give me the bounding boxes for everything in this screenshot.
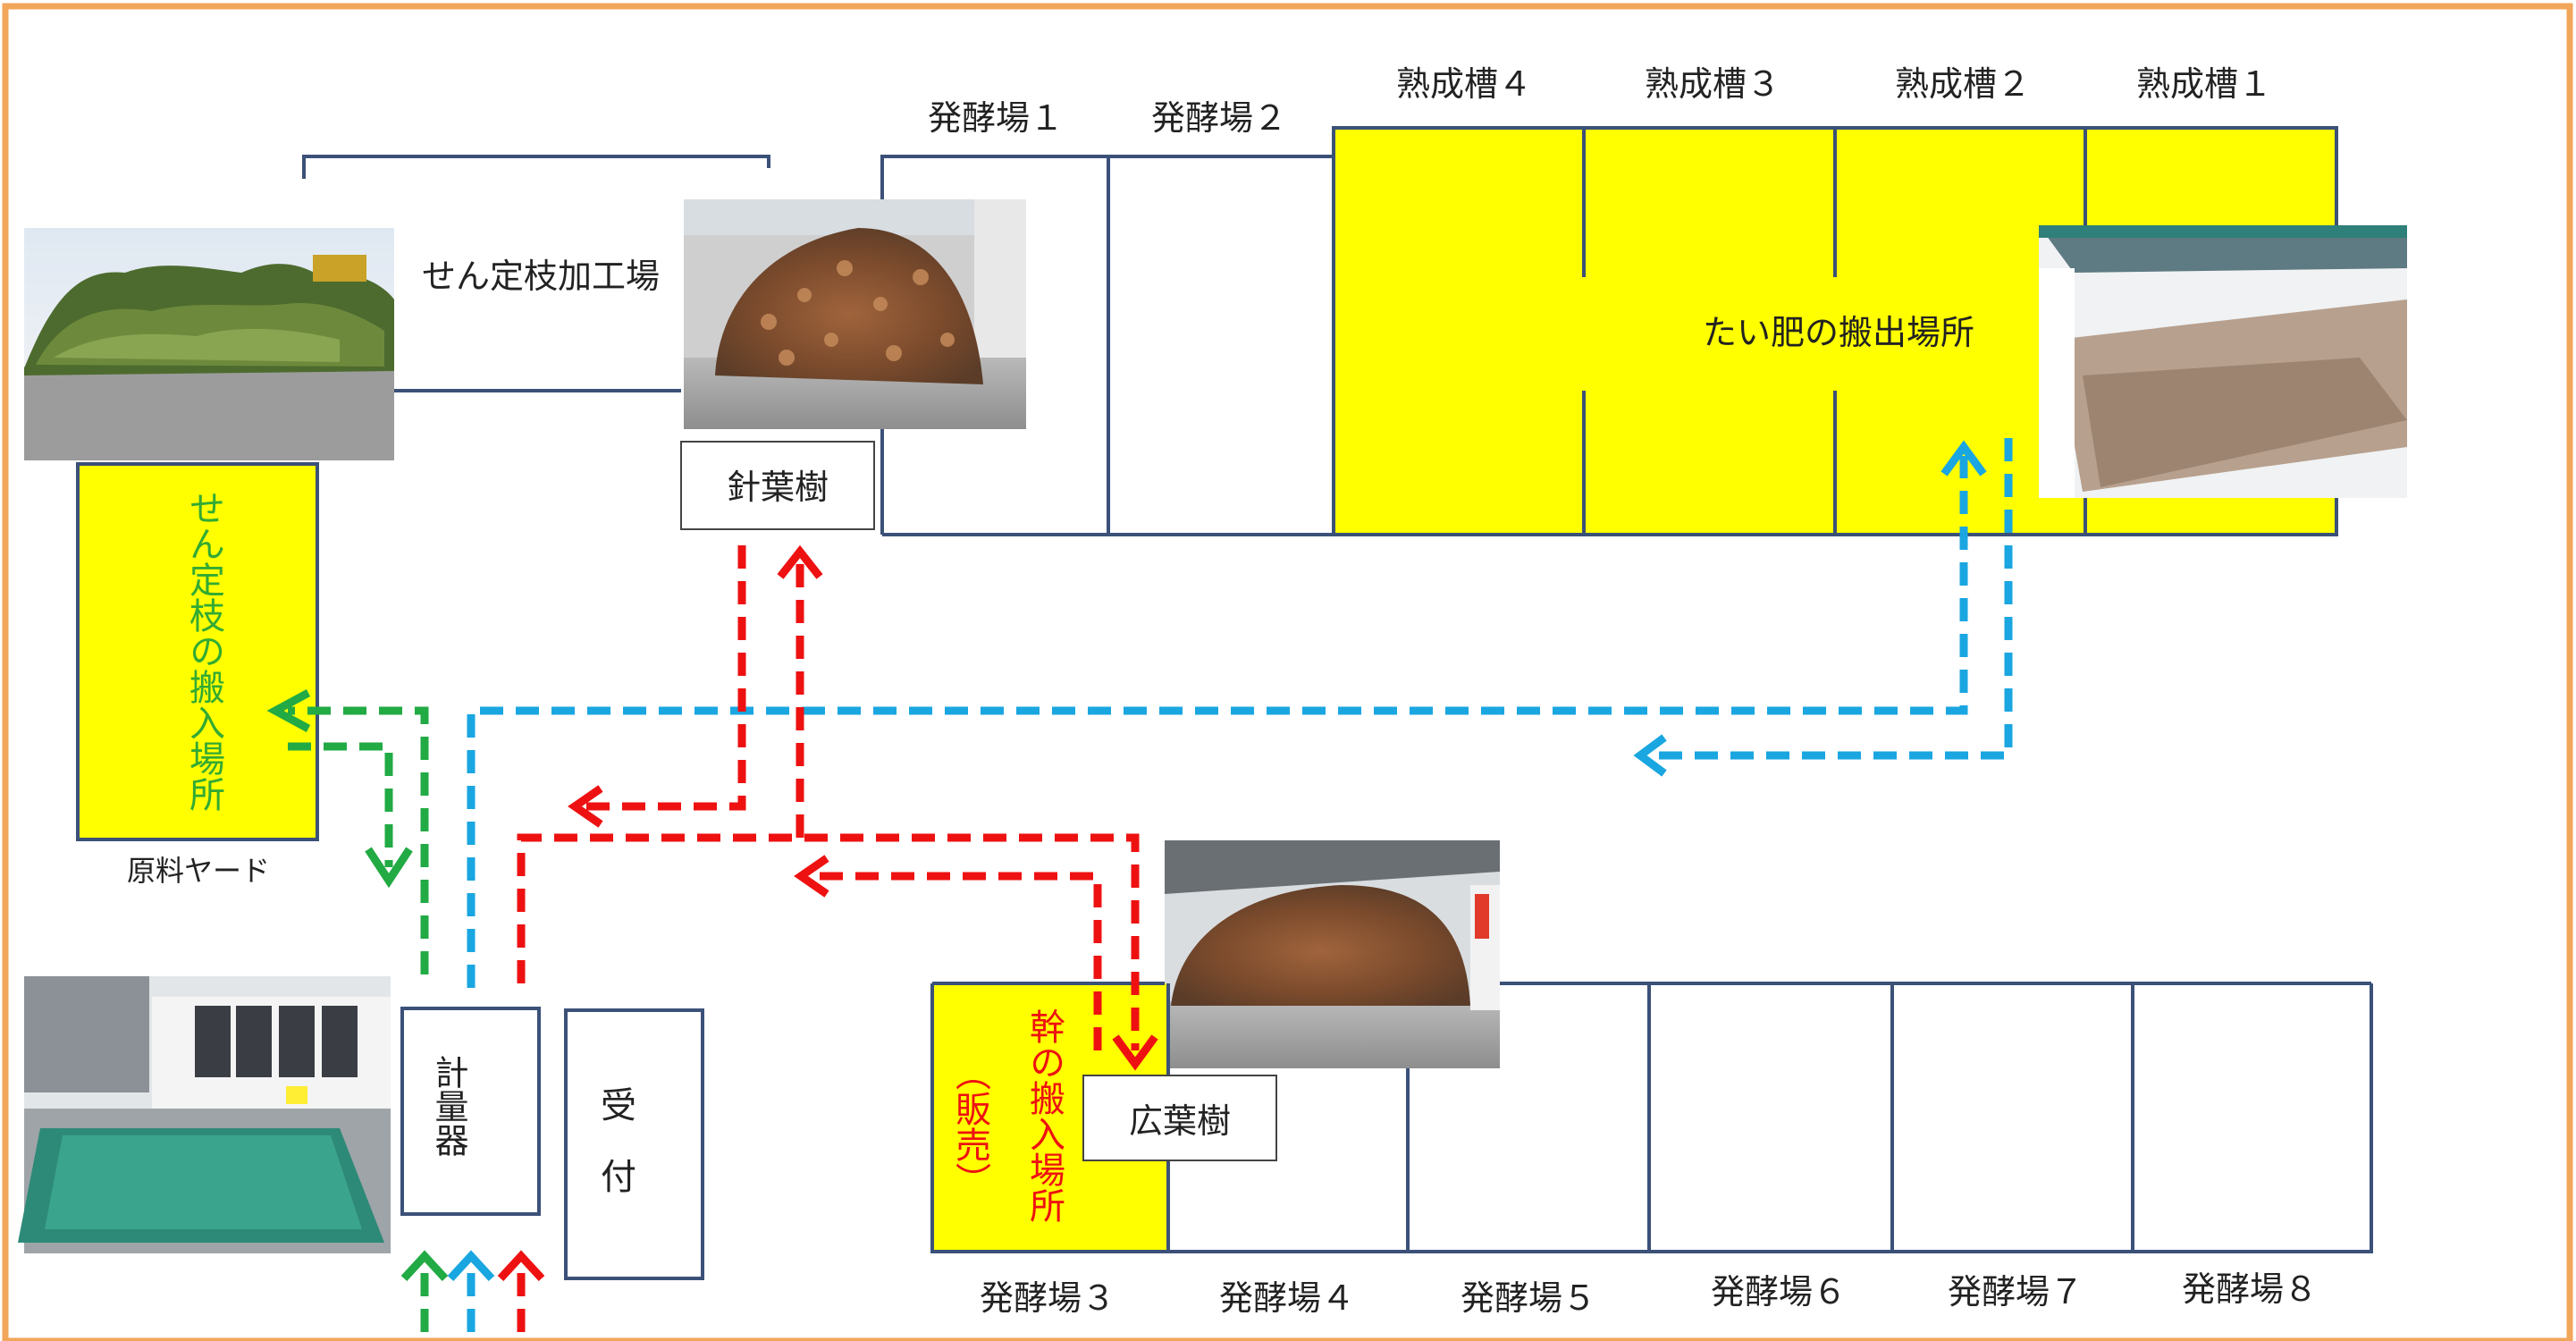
red-arrowhead-left-2: [794, 855, 829, 898]
broadleaf-log-pile-photo: [1165, 840, 1500, 1068]
pruning-plant-wall: [302, 155, 770, 179]
fermentation-label-2: 発酵場２: [1151, 98, 1287, 138]
green-route: [288, 706, 429, 1332]
green-arrowhead-left: [266, 689, 311, 732]
green-arrowhead-up: [400, 1250, 449, 1282]
trunk-intake-label: 幹の搬入場所: [1023, 1008, 1065, 1223]
pruning-intake-label: せん定枝の搬入場所: [183, 490, 225, 812]
raw-material-yard-label: 原料ヤード: [127, 854, 270, 888]
scale-label: 計量器: [429, 1055, 468, 1157]
fermentation-label-6: 発酵場６: [1711, 1272, 1847, 1311]
maturation-label-2: 熟成槽２: [1895, 64, 2031, 104]
conifer-label: 針葉樹: [727, 468, 829, 507]
maturation-label-1: 熟成槽１: [2136, 64, 2272, 104]
compost-outlet-label: たい肥の搬出場所: [1703, 313, 1974, 352]
red-route: [517, 545, 1140, 1332]
bottom-building: [930, 982, 2373, 1253]
reception-booth: [564, 1008, 704, 1280]
broadleaf-label-box: [1082, 1075, 1277, 1161]
fermentation-label-7: 発酵場７: [1948, 1272, 2084, 1311]
broadleaf-label: 広葉樹: [1129, 1101, 1231, 1141]
blue-route: [467, 438, 2013, 1332]
blue-arrowheads: [447, 440, 1987, 1282]
fermentation-label-1: 発酵場１: [928, 98, 1064, 138]
red-arrowheads: [497, 544, 1158, 1282]
conifer-label-box: [680, 441, 875, 530]
maturation-label-3: 熟成槽３: [1645, 64, 1780, 104]
fermentation-label-8: 発酵場８: [2182, 1269, 2318, 1309]
fermentation-label-3: 発酵場３: [980, 1278, 1115, 1318]
pruning-intake-area: [76, 462, 319, 841]
green-arrowhead-down: [365, 847, 413, 889]
red-arrowhead-entry: [497, 1250, 545, 1282]
green-arrowheads: [266, 689, 449, 1282]
conifer-log-pile-photo: [684, 199, 1026, 429]
scale-booth: [400, 1007, 541, 1216]
red-arrowhead-left: [568, 785, 603, 828]
red-arrowhead-up: [777, 544, 823, 579]
outer-frame: [2, 3, 2573, 1341]
blue-arrowhead-left: [1633, 734, 1667, 777]
maturation-label-4: 熟成槽４: [1396, 64, 1532, 104]
compost-shed-photo: [2039, 225, 2407, 498]
weighbridge-office-photo: [18, 976, 391, 1253]
fermentation-label-5: 発酵場５: [1461, 1278, 1596, 1318]
blue-arrowhead-up: [1940, 440, 1987, 477]
fermentation-label-4: 発酵場４: [1219, 1278, 1355, 1318]
pruning-plant-label: せん定枝加工場: [422, 257, 660, 296]
red-arrowhead-down: [1112, 1034, 1158, 1071]
trunk-sale-label: （販売）: [949, 1055, 991, 1198]
reception-label: 受付: [594, 1086, 636, 1229]
blue-arrowhead-entry: [447, 1250, 495, 1282]
pruning-pile-photo: [24, 228, 394, 460]
